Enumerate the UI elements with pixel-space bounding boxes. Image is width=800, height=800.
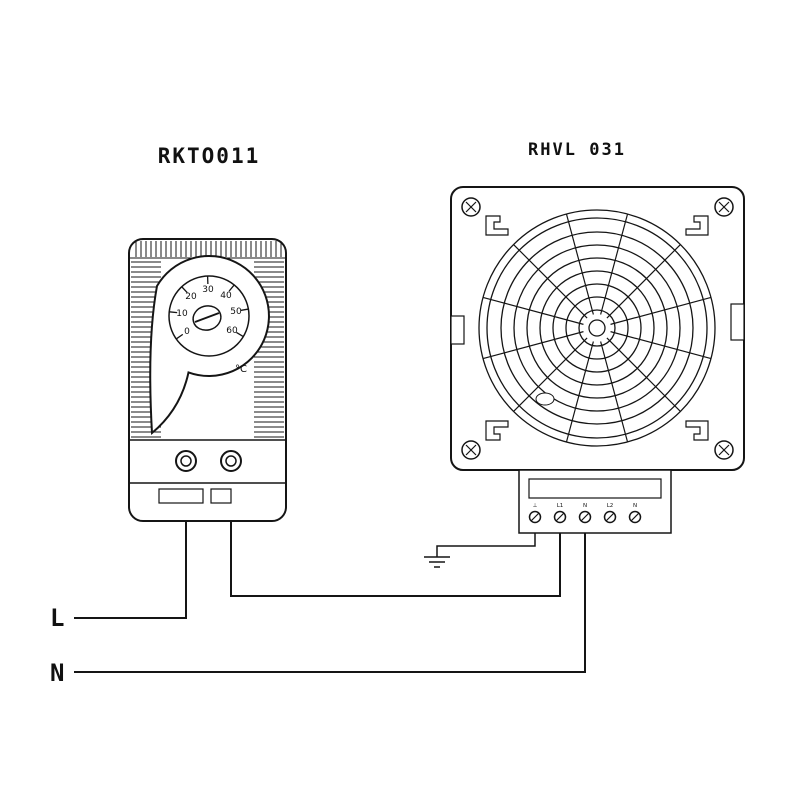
wire-live-to-thermostat (74, 521, 187, 619)
dial-tick-0: 0 (184, 327, 190, 337)
dial-tick-10: 10 (176, 309, 188, 319)
fan-guard-rings (478, 209, 716, 447)
dial-tick-20: 20 (185, 292, 197, 302)
fan-heater: RHVL 031 (450, 140, 745, 534)
wire-thermostat-to-heater (230, 521, 561, 597)
dial-tick-50: 50 (230, 307, 242, 317)
dial-tick-60: 60 (226, 326, 238, 336)
terminal-block-slot (528, 478, 662, 499)
wiring (74, 521, 586, 673)
dial-ticks (169, 276, 249, 340)
terminal-block-labels: ⊥ L1 N L2 N (533, 503, 637, 509)
thermostat-fins-left (131, 261, 161, 438)
thermostat-terminal-2 (220, 450, 242, 472)
screw-bottom-right-icon (714, 440, 734, 460)
thermostat-base-slot-2 (210, 488, 232, 504)
side-tab-left (450, 315, 465, 345)
dial-tick-40: 40 (220, 291, 232, 301)
mount-clip-top-left (485, 215, 509, 236)
fan-hub (588, 319, 606, 337)
live-line-label: L (50, 604, 64, 632)
side-tab-right (730, 303, 745, 341)
terminal-label-l2: L2 (607, 503, 614, 509)
mount-clip-top-right (685, 215, 709, 236)
wire-neutral-to-heater (74, 533, 586, 673)
dial-scale-numbers: 0 10 20 30 40 50 60 (176, 285, 242, 337)
terminal-screws (528, 510, 642, 524)
screw-top-left-icon (461, 197, 481, 217)
terminal-label-pe: ⊥ (533, 503, 538, 509)
wire-earth (436, 533, 536, 557)
earth-ground-icon (424, 556, 450, 568)
terminal-label-n2: N (633, 503, 637, 509)
thermostat-base-slot-1 (158, 488, 204, 504)
mount-clip-bottom-left (485, 420, 509, 441)
thermostat-terminal-1 (175, 450, 197, 472)
neutral-line-label: N (50, 659, 64, 687)
thermostat-fins-top (135, 241, 282, 257)
terminal-label-l1: L1 (557, 503, 564, 509)
terminal-label-n: N (583, 503, 587, 509)
dial-knob-slot (194, 312, 220, 323)
screw-top-right-icon (714, 197, 734, 217)
mount-clip-bottom-right (685, 420, 709, 441)
dial-unit-label: °C (235, 364, 247, 375)
dial-tick-30: 30 (202, 285, 214, 295)
thermostat-title: RKTO011 (158, 144, 261, 168)
screw-bottom-left-icon (461, 440, 481, 460)
thermostat: RKTO011 0 10 20 30 40 50 60 (128, 144, 287, 522)
fan-guard-spokes (482, 213, 712, 443)
fan-guard-detail (535, 392, 555, 406)
heater-terminal-block: ⊥ L1 N L2 N (518, 469, 672, 534)
heater-title: RHVL 031 (528, 140, 626, 160)
